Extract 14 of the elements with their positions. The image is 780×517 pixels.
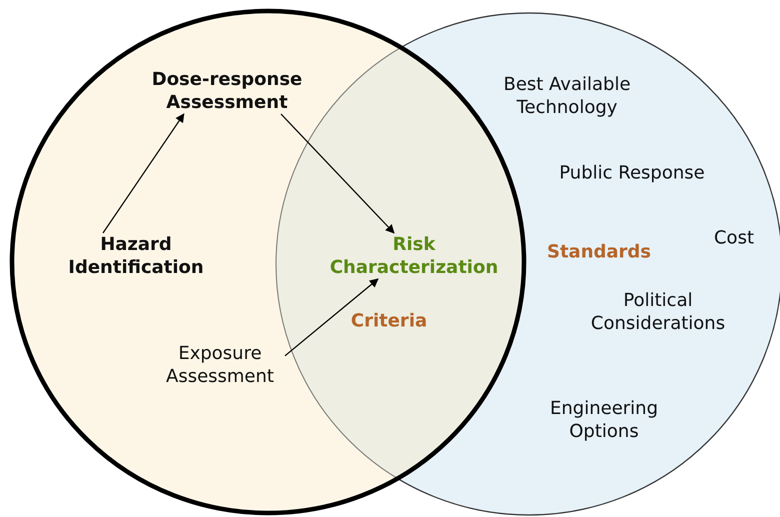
text-label: Cost	[714, 226, 754, 250]
text-label: Public Response	[559, 162, 705, 184]
arrow	[102, 113, 184, 234]
node-label: Dose-response Assessment	[137, 68, 317, 114]
node-label: Risk Characterization	[314, 233, 514, 279]
arrow	[284, 278, 379, 356]
text-label: Criteria	[350, 310, 428, 332]
text-label: Standards	[546, 240, 652, 264]
arrow	[280, 114, 395, 234]
node-label: Hazard Identification	[61, 233, 211, 279]
text-label: Best Available Technology	[502, 73, 632, 119]
text-label: Engineering Options	[549, 397, 659, 443]
text-label: Political Considerations	[590, 289, 726, 335]
node-label: Exposure Assessment	[155, 342, 285, 388]
